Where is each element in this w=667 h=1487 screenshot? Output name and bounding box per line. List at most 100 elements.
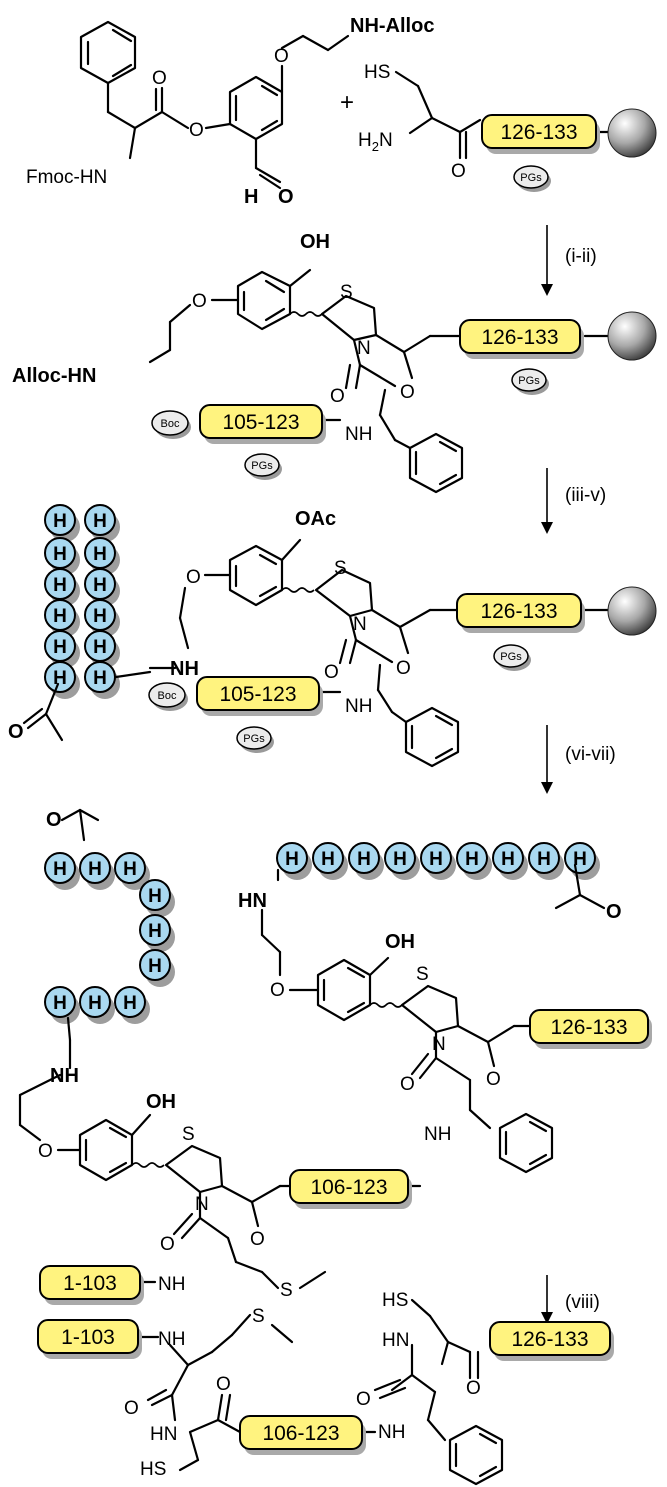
histidine-bead: H xyxy=(84,599,120,637)
label-oh: OH xyxy=(300,231,330,253)
label-o-amide: O xyxy=(330,386,345,407)
label-nh-alloc: NH-Alloc xyxy=(350,15,434,37)
boc-tag: Boc xyxy=(151,410,191,439)
label-o: O xyxy=(192,291,207,312)
label-nh-r4: NH xyxy=(424,1124,451,1145)
svg-text:H: H xyxy=(53,606,67,627)
histidine-bead: H xyxy=(312,842,348,880)
svg-text:PGs: PGs xyxy=(518,375,540,387)
boc-tag-2: Boc xyxy=(148,682,188,711)
label-hs-final-bottom: HS xyxy=(140,1459,166,1480)
label-h2n: H2N xyxy=(358,130,393,154)
svg-text:H: H xyxy=(88,859,102,880)
histidine-bead: H xyxy=(139,949,175,987)
svg-text:H: H xyxy=(123,859,137,880)
label-s-2: S xyxy=(334,558,347,579)
label-oxygen-ether: O xyxy=(274,46,289,67)
label-n-2: N xyxy=(353,614,367,635)
label-nh-linker: NH xyxy=(170,658,199,680)
svg-text:1-103: 1-103 xyxy=(63,1272,117,1295)
arrow-step-1 xyxy=(541,225,553,296)
histidine-bead: H xyxy=(276,842,312,880)
svg-text:H: H xyxy=(429,849,443,870)
fragment-106-123: 106-123 xyxy=(289,1169,412,1209)
acetyl-cap-right xyxy=(554,863,606,910)
label-o-acetyl: O xyxy=(8,721,24,743)
svg-text:126-133: 126-133 xyxy=(511,1328,588,1351)
cys-resin xyxy=(394,70,657,160)
pgs-tag-c: PGs xyxy=(244,453,282,480)
label-o-final-2: O xyxy=(356,1389,371,1410)
svg-text:H: H xyxy=(148,956,162,977)
label-aldehyde-o: O xyxy=(278,186,294,208)
pgs-tag-d: PGs xyxy=(493,644,531,671)
fragment-105-123-b: 105-123 xyxy=(196,676,323,716)
label-n-l4: N xyxy=(195,1194,209,1215)
svg-text:H: H xyxy=(321,849,335,870)
label-oxygen-carbonyl: O xyxy=(152,68,167,89)
final-protein xyxy=(138,1298,504,1486)
label-s-met-l4: S xyxy=(280,1280,293,1301)
svg-text:PGs: PGs xyxy=(251,460,273,472)
label-nh-2: NH xyxy=(345,696,372,717)
label-o-l4-amide: O xyxy=(160,1234,175,1255)
histidine-bead: H xyxy=(44,568,80,606)
svg-text:H: H xyxy=(357,849,371,870)
label-o-acetyl-top: O xyxy=(46,809,62,831)
histidine-bead: H xyxy=(420,842,456,880)
histidine-bead: H xyxy=(139,914,175,952)
svg-text:H: H xyxy=(93,606,107,627)
svg-text:H: H xyxy=(537,849,551,870)
histidine-bead: H xyxy=(44,537,80,575)
label-n-r4: N xyxy=(432,1034,446,1055)
svg-text:Boc: Boc xyxy=(158,690,177,702)
histidine-bead: H xyxy=(44,852,80,890)
arrow-step-4 xyxy=(541,1275,553,1324)
label-o-l4-ester: O xyxy=(250,1229,265,1250)
step-label-1: (i-ii) xyxy=(565,246,597,267)
thiazolidine-product-2 xyxy=(148,538,657,768)
label-nh-final-l: NH xyxy=(158,1329,185,1350)
label-oac: OAc xyxy=(295,508,336,530)
histidine-bead: H xyxy=(79,852,115,890)
label-hs-final-top: HS xyxy=(382,1290,408,1311)
label-nh: NH xyxy=(345,424,372,445)
svg-text:H: H xyxy=(53,511,67,532)
label-s-met-final: S xyxy=(252,1306,265,1327)
fragment-126-133-c: 126-133 xyxy=(456,593,585,633)
label-o-ester: O xyxy=(400,382,415,403)
histidine-bead: H xyxy=(44,986,80,1024)
label-s: S xyxy=(340,282,353,303)
label-oxygen-ester: O xyxy=(189,120,204,141)
histidine-bead: H xyxy=(84,504,120,542)
label-o-final-4: O xyxy=(216,1374,231,1395)
histidine-bead: H xyxy=(114,986,150,1024)
svg-text:H: H xyxy=(93,511,107,532)
svg-text:PGs: PGs xyxy=(243,733,265,745)
label-oxygen: O xyxy=(451,161,466,182)
label-s-l4: S xyxy=(182,1124,195,1145)
label-fmoc-hn: Fmoc-HN xyxy=(26,167,107,188)
step-label-2: (iii-v) xyxy=(565,485,606,506)
svg-text:H: H xyxy=(93,575,107,596)
label-o-ester-2: O xyxy=(396,658,411,679)
histidine-bead: H xyxy=(139,879,175,917)
histidine-bead: H xyxy=(84,630,120,668)
arrow-step-3 xyxy=(541,725,553,794)
svg-text:H: H xyxy=(285,849,299,870)
svg-text:105-123: 105-123 xyxy=(222,411,299,434)
svg-text:PGs: PGs xyxy=(500,651,522,663)
histidine-bead: H xyxy=(44,661,80,699)
label-hn-final: HN xyxy=(382,1330,409,1351)
svg-text:H: H xyxy=(148,886,162,907)
svg-text:H: H xyxy=(88,993,102,1014)
histidine-bead: H xyxy=(84,568,120,606)
svg-text:126-133: 126-133 xyxy=(480,600,557,623)
fragment-126-133-final: 126-133 xyxy=(489,1321,614,1361)
label-o-r4: O xyxy=(270,980,285,1001)
label-alloc-hn: Alloc-HN xyxy=(12,365,96,387)
step-label-4: (viii) xyxy=(565,1292,600,1313)
label-s-r4: S xyxy=(416,964,429,985)
